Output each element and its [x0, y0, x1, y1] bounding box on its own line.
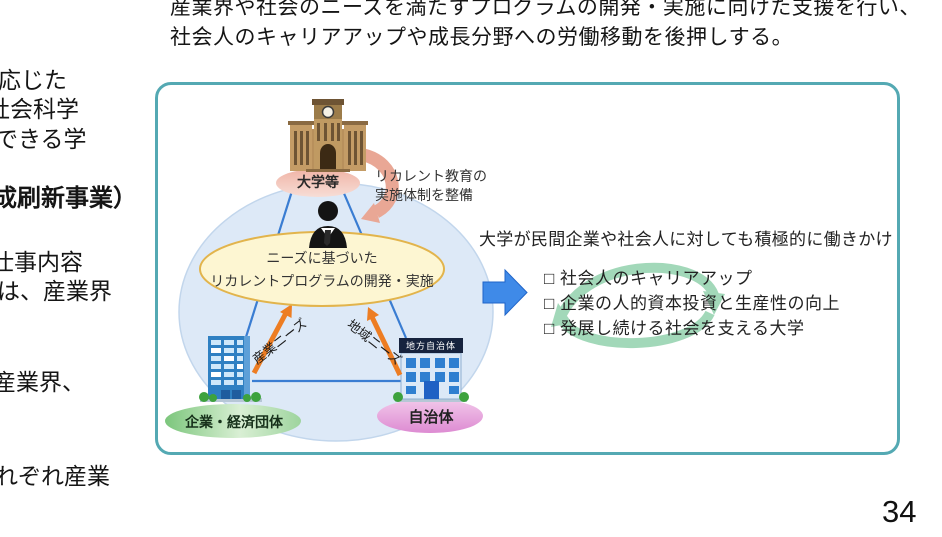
outreach-heading: 大学が民間企業や社会人に対しても積極的に働きかけ	[479, 230, 893, 249]
program-label: ニーズに基づいた リカレントプログラムの開発・実施	[200, 247, 444, 293]
municipality-label: 自治体	[408, 409, 454, 426]
cycle-arrows-icon	[551, 262, 725, 348]
setup-note-line-2: 実施体制を整備	[375, 187, 473, 203]
municipality-ellipse	[377, 399, 483, 433]
outcome-item: □ 発展し続ける社会を支える大学	[544, 319, 805, 338]
company-ellipse	[165, 404, 301, 438]
diagram-graphics	[165, 99, 725, 442]
forward-arrow-icon	[482, 268, 528, 317]
outcome-item: □ 企業の人的資本投資と生産性の向上	[544, 294, 840, 313]
university-label: 大学等	[297, 174, 339, 190]
municipality-sign: 地方自治体	[405, 341, 456, 351]
setup-note: リカレント教育の 実施体制を整備	[375, 167, 487, 205]
intro-line-2: 社会人のキャリアアップや成長分野への労働移動を後押しする。	[170, 26, 794, 49]
left-cropped-fragment: 応じた	[0, 67, 67, 93]
industry-needs-arrow-icon	[251, 304, 292, 375]
outcome-item: □ 社会人のキャリアアップ	[544, 269, 753, 288]
company-label: 企業・経済団体	[185, 414, 283, 430]
office-building-icon	[199, 336, 262, 402]
intro-line-1: 産業界や社会のニーズを満たすプログラムの開発・実施に向けた支援を行い、	[170, 0, 921, 19]
government-building-icon	[393, 338, 469, 402]
intro-text: 産業界や社会のニーズを満たすプログラムの開発・実施に向けた支援を行い、 社会人の…	[170, 0, 942, 53]
regional-needs-arrow-icon	[367, 307, 403, 377]
page-number: 34	[882, 494, 917, 529]
program-label-line-1: ニーズに基づいた	[266, 250, 378, 266]
diagram-panel: 大学等 リカレント教育の 実施体制を整備 ニーズに基づいた リカレントプログラム…	[155, 82, 900, 455]
left-cropped-fragment: できる学	[0, 126, 87, 152]
program-label-line-2: リカレントプログラムの開発・実施	[210, 273, 434, 289]
left-cropped-fragment: れぞれ産業	[0, 463, 110, 489]
left-cropped-fragment: 産業界、	[0, 369, 85, 395]
setup-arrow-icon	[361, 148, 399, 223]
left-cropped-fragment: 成刷新事業）	[0, 185, 137, 212]
setup-note-line-1: リカレント教育の	[375, 168, 487, 184]
left-cropped-fragment: は、産業界	[0, 278, 112, 304]
left-cropped-fragment: 仕事内容	[0, 249, 83, 275]
university-building-icon	[288, 99, 368, 172]
business-person-icon	[309, 201, 347, 248]
university-ellipse	[276, 169, 360, 197]
left-cropped-fragment: 社会科学	[0, 96, 79, 122]
